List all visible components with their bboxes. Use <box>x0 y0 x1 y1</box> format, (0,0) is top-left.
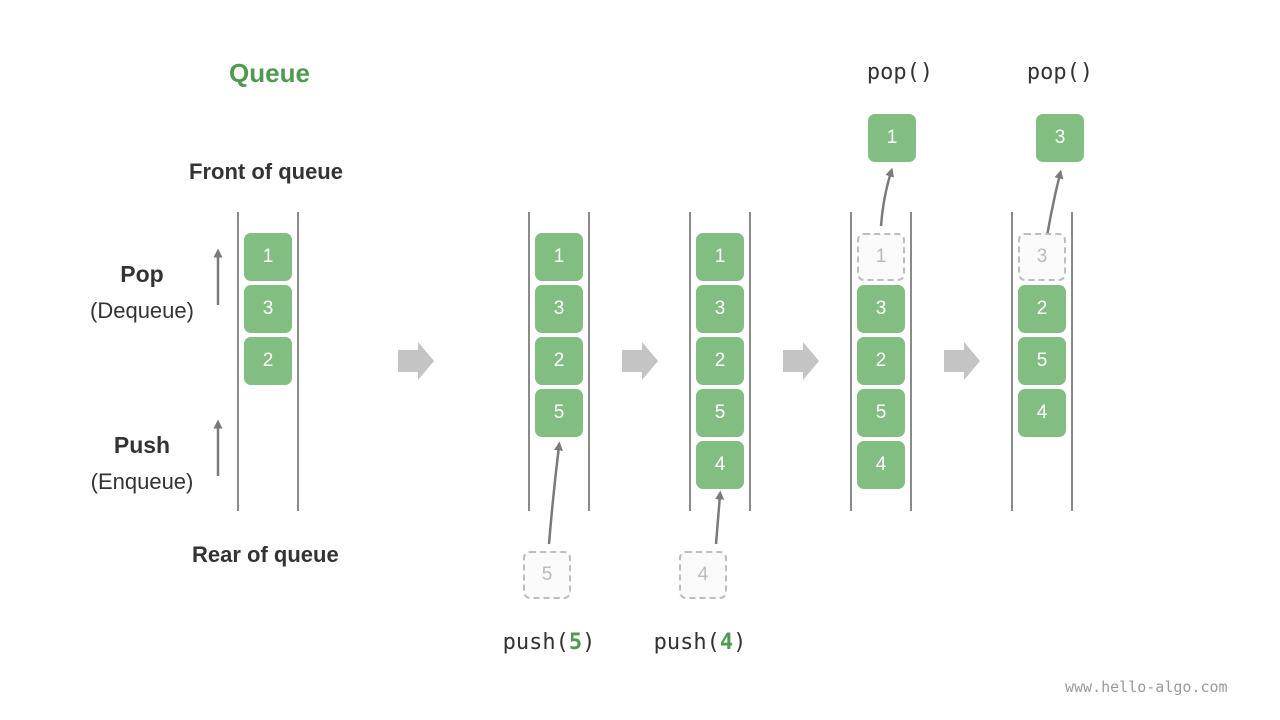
popped-slot: 1 <box>857 233 905 281</box>
queue-element: 2 <box>535 337 583 385</box>
queue-element: 5 <box>535 389 583 437</box>
queue-element: 5 <box>857 389 905 437</box>
rear-of-queue-label: Rear of queue <box>192 542 339 567</box>
popped-element: 3 <box>1036 114 1084 162</box>
push-label: Push <box>113 432 171 458</box>
queue-element: 5 <box>696 389 744 437</box>
push-operation-label: push(5) <box>489 630 609 655</box>
push-suffix: ) <box>733 630 747 655</box>
diagram-title: Queue <box>229 58 310 88</box>
push-4-arrow <box>714 490 725 545</box>
dequeue-label: (Dequeue) <box>90 298 194 323</box>
queue-element: 1 <box>244 233 292 281</box>
queue-rail-left <box>850 212 852 511</box>
queue-element: 5 <box>1018 337 1066 385</box>
queue-rail-left <box>1011 212 1013 511</box>
front-of-queue-label: Front of queue <box>189 159 343 184</box>
queue-element: 1 <box>696 233 744 281</box>
queue-element: 2 <box>1018 285 1066 333</box>
queue-rail-right <box>749 212 751 511</box>
enqueue-label: (Enqueue) <box>90 469 194 494</box>
queue-element: 4 <box>696 441 744 489</box>
push-suffix: ) <box>582 630 596 655</box>
pushed-element-source: 4 <box>679 551 727 599</box>
queue-rail-left <box>689 212 691 511</box>
step-arrow-icon <box>783 342 819 380</box>
queue-rail-right <box>1071 212 1073 511</box>
queue-rail-right <box>297 212 299 511</box>
push-operation-label: push(4) <box>640 630 760 655</box>
push-prefix: push( <box>502 630 569 655</box>
pop-1-arrow <box>879 167 894 227</box>
pop-operation-label: pop() <box>866 60 934 85</box>
queue-element: 1 <box>535 233 583 281</box>
queue-element: 2 <box>244 337 292 385</box>
popped-element: 1 <box>868 114 916 162</box>
watermark: www.hello-algo.com <box>1065 678 1228 696</box>
queue-element: 2 <box>696 337 744 385</box>
queue-rail-right <box>588 212 590 511</box>
popped-slot: 3 <box>1018 233 1066 281</box>
queue-element: 2 <box>857 337 905 385</box>
queue-element: 4 <box>1018 389 1066 437</box>
step-arrow-icon <box>944 342 980 380</box>
queue-element: 3 <box>696 285 744 333</box>
pop-operation-label: pop() <box>1026 60 1094 85</box>
queue-element: 3 <box>857 285 905 333</box>
push-prefix: push( <box>653 630 720 655</box>
push-value: 4 <box>719 630 734 655</box>
step-arrow-icon <box>398 342 434 380</box>
queue-rail-left <box>237 212 239 511</box>
queue-rail-left <box>528 212 530 511</box>
queue-rail-right <box>910 212 912 511</box>
pushed-element-source: 5 <box>523 551 571 599</box>
queue-element: 3 <box>535 285 583 333</box>
queue-element: 4 <box>857 441 905 489</box>
step-arrow-icon <box>622 342 658 380</box>
queue-element: 3 <box>244 285 292 333</box>
push-5-arrow <box>547 441 563 545</box>
pop-label: Pop <box>120 261 164 287</box>
push-value: 5 <box>568 630 583 655</box>
